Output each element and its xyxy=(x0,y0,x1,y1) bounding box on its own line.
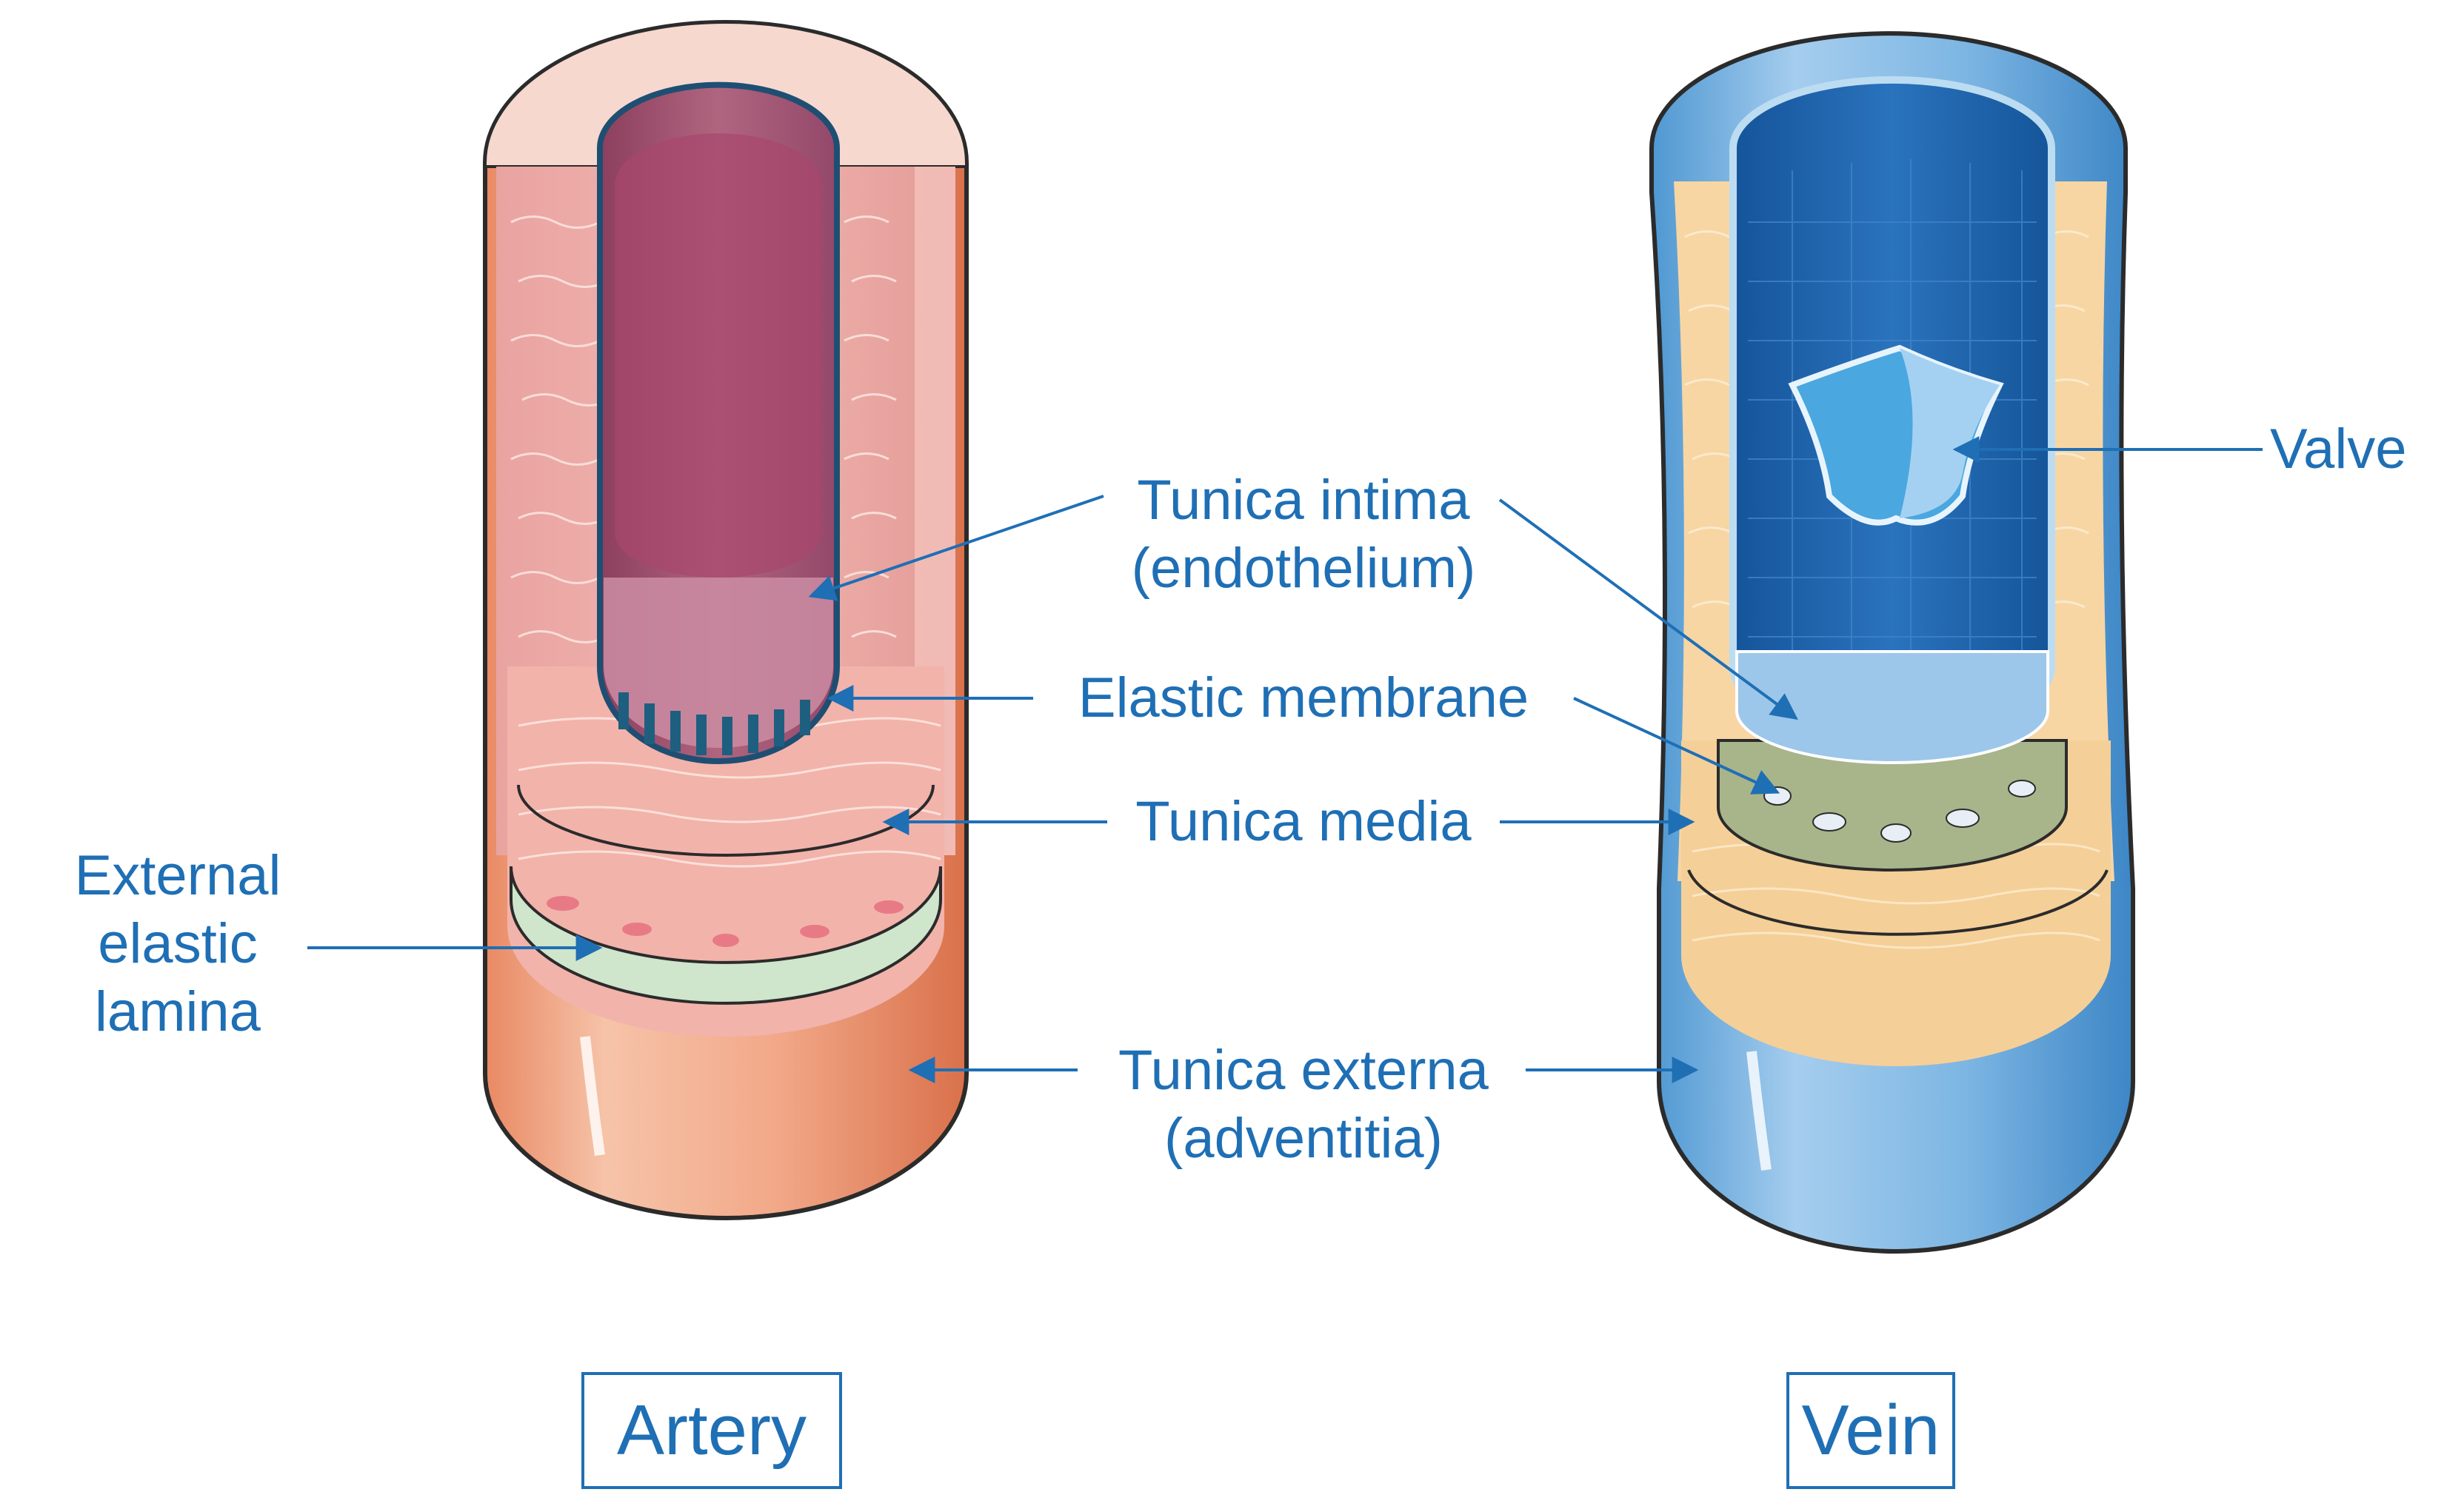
label-tunica-media: Tunica media xyxy=(1135,790,1472,853)
label-elastic-membrane: Elastic membrane xyxy=(1078,666,1529,729)
leader-intima-artery xyxy=(808,495,1104,601)
label-ext-lamina-line1: External xyxy=(74,844,281,907)
leader-intima-vein xyxy=(1498,498,1798,720)
label-ext-lamina-line3: lamina xyxy=(95,980,261,1043)
caption-vein: Vein xyxy=(1786,1372,1955,1489)
vein-illustration xyxy=(1649,31,2135,1254)
artery-illustration xyxy=(483,20,969,1220)
leader-elastic-vein xyxy=(1573,697,1780,795)
label-tunica-intima-line1: Tunica intima xyxy=(1137,469,1470,532)
label-valve: Valve xyxy=(2270,418,2407,481)
caption-artery: Artery xyxy=(581,1372,842,1489)
label-tunica-externa: Tunica externa (adventitia) xyxy=(1085,1037,1522,1173)
label-tunica-externa-line2: (adventitia) xyxy=(1164,1107,1443,1170)
label-tunica-externa-line1: Tunica externa xyxy=(1118,1039,1489,1102)
label-ext-lamina-line2: elastic xyxy=(98,912,258,975)
leader-lines xyxy=(307,436,2263,1083)
label-external-elastic-lamina: External elastic lamina xyxy=(52,842,304,1046)
label-tunica-intima: Tunica intima (endothelium) xyxy=(1096,466,1511,603)
label-tunica-intima-line2: (endothelium) xyxy=(1131,537,1476,600)
